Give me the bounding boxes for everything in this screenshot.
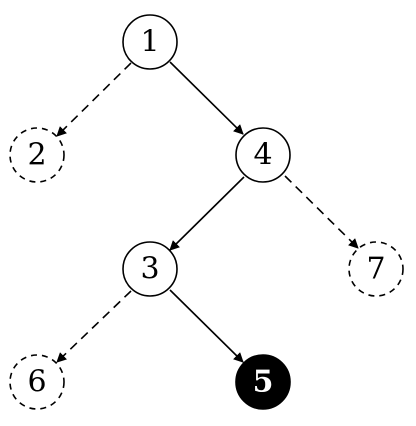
edge-4-3 [169,176,245,251]
node-label-1: 1 [140,25,159,60]
node-label-7: 7 [366,252,385,287]
node-label-2: 2 [27,138,46,173]
tree-node-2: 2 [9,127,65,183]
tree-node-5: 5 [235,354,291,410]
node-label-5: 5 [253,365,274,400]
tree-node-1: 1 [122,14,178,70]
tree-node-6: 6 [9,354,65,410]
edge-1-2 [56,62,132,137]
node-label-6: 6 [27,365,46,400]
tree-node-3: 3 [122,241,178,297]
edge-1-4 [169,61,244,135]
tree-node-4: 4 [235,127,291,183]
tree-nodes: 1 2 4 3 7 6 5 [9,14,404,410]
node-label-4: 4 [253,138,272,173]
edge-3-6 [56,290,132,363]
node-label-3: 3 [140,252,159,287]
tree-edges [56,61,359,363]
tree-node-7: 7 [348,241,404,297]
edge-3-5 [169,289,244,363]
edge-4-7 [284,175,359,249]
